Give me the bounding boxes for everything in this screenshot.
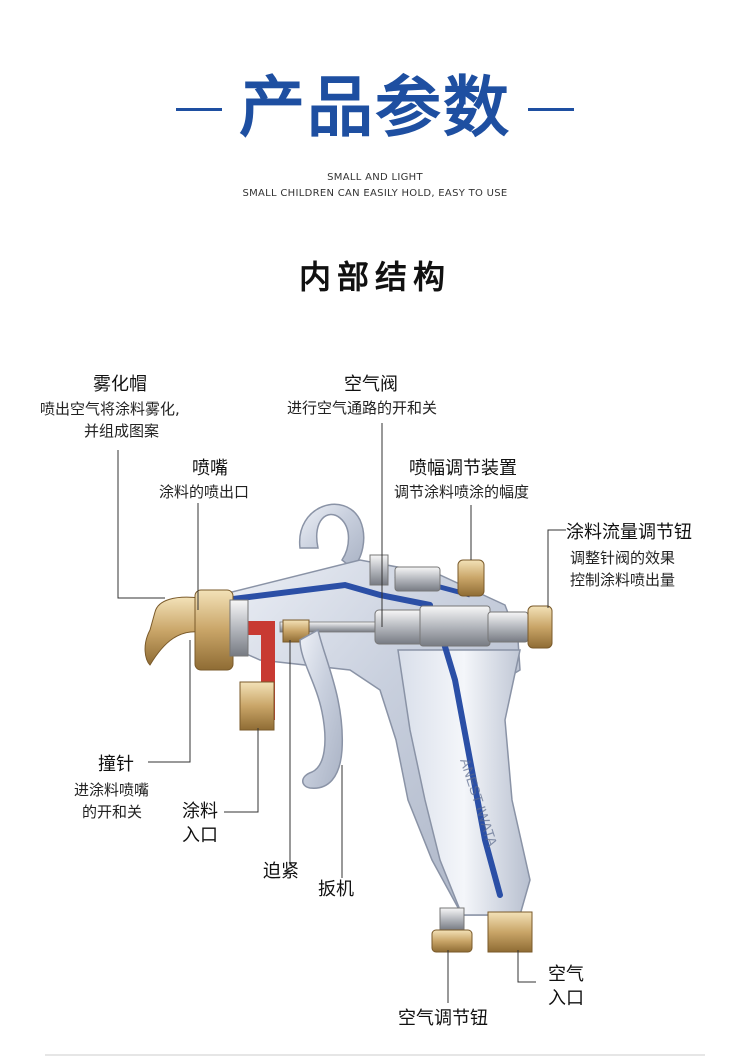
paint-inlet-fitting xyxy=(239,681,275,731)
label-air-valve: 空气阀 xyxy=(344,374,398,395)
desc-nozzle: 涂料的喷出口 xyxy=(159,483,250,501)
title-rule-right xyxy=(528,108,574,111)
label-air-inlet-1: 空气 xyxy=(548,964,584,985)
label-paint-inlet-2: 入口 xyxy=(182,825,218,846)
desc-flow-knob-1: 调整针阀的效果 xyxy=(570,549,676,567)
label-nozzle: 喷嘴 xyxy=(192,458,228,479)
desc-flow-knob-2: 控制涂料喷出量 xyxy=(570,571,676,589)
label-air-knob: 空气调节钮 xyxy=(398,1008,488,1029)
nozzle-ring xyxy=(194,589,234,671)
label-tighten: 迫紧 xyxy=(263,861,299,882)
spray-width-knob xyxy=(457,559,485,597)
title-rule-left xyxy=(176,108,222,111)
flow-knob xyxy=(527,605,553,649)
gun-hook xyxy=(299,503,365,569)
label-needle: 撞针 xyxy=(98,754,134,775)
desc-needle-1: 进涂料喷嘴 xyxy=(74,781,150,799)
label-air-inlet-2: 入口 xyxy=(548,988,584,1009)
page-title: 产品参数 xyxy=(239,69,511,146)
trigger xyxy=(299,628,344,789)
label-paint-inlet-1: 涂料 xyxy=(182,801,218,822)
subtitle-line-1: SMALL AND LIGHT xyxy=(327,172,423,183)
desc-air-valve: 进行空气通路的开和关 xyxy=(287,399,438,417)
label-spray-width: 喷幅调节装置 xyxy=(409,458,517,479)
air-inlet-fitting xyxy=(487,911,533,953)
section-title: 内部结构 xyxy=(298,258,451,296)
air-passage xyxy=(222,581,503,898)
desc-needle-2: 的开和关 xyxy=(82,803,143,821)
desc-atomizer-cap-2: 并组成图案 xyxy=(84,422,160,440)
bottom-divider xyxy=(45,1054,705,1056)
air-adjust-knob xyxy=(431,929,473,953)
subtitle-line-2: SMALL CHILDREN CAN EASILY HOLD, EASY TO … xyxy=(242,188,508,199)
atomizer-cap xyxy=(144,596,201,666)
leader-lines xyxy=(117,423,566,1003)
label-atomizer-cap: 雾化帽 xyxy=(93,374,147,395)
desc-atomizer-cap-1: 喷出空气将涂料雾化, xyxy=(40,400,180,418)
desc-spray-width: 调节涂料喷涂的幅度 xyxy=(394,483,530,501)
label-flow-knob: 涂料流量调节钮 xyxy=(566,522,692,543)
label-trigger: 扳机 xyxy=(318,879,354,900)
